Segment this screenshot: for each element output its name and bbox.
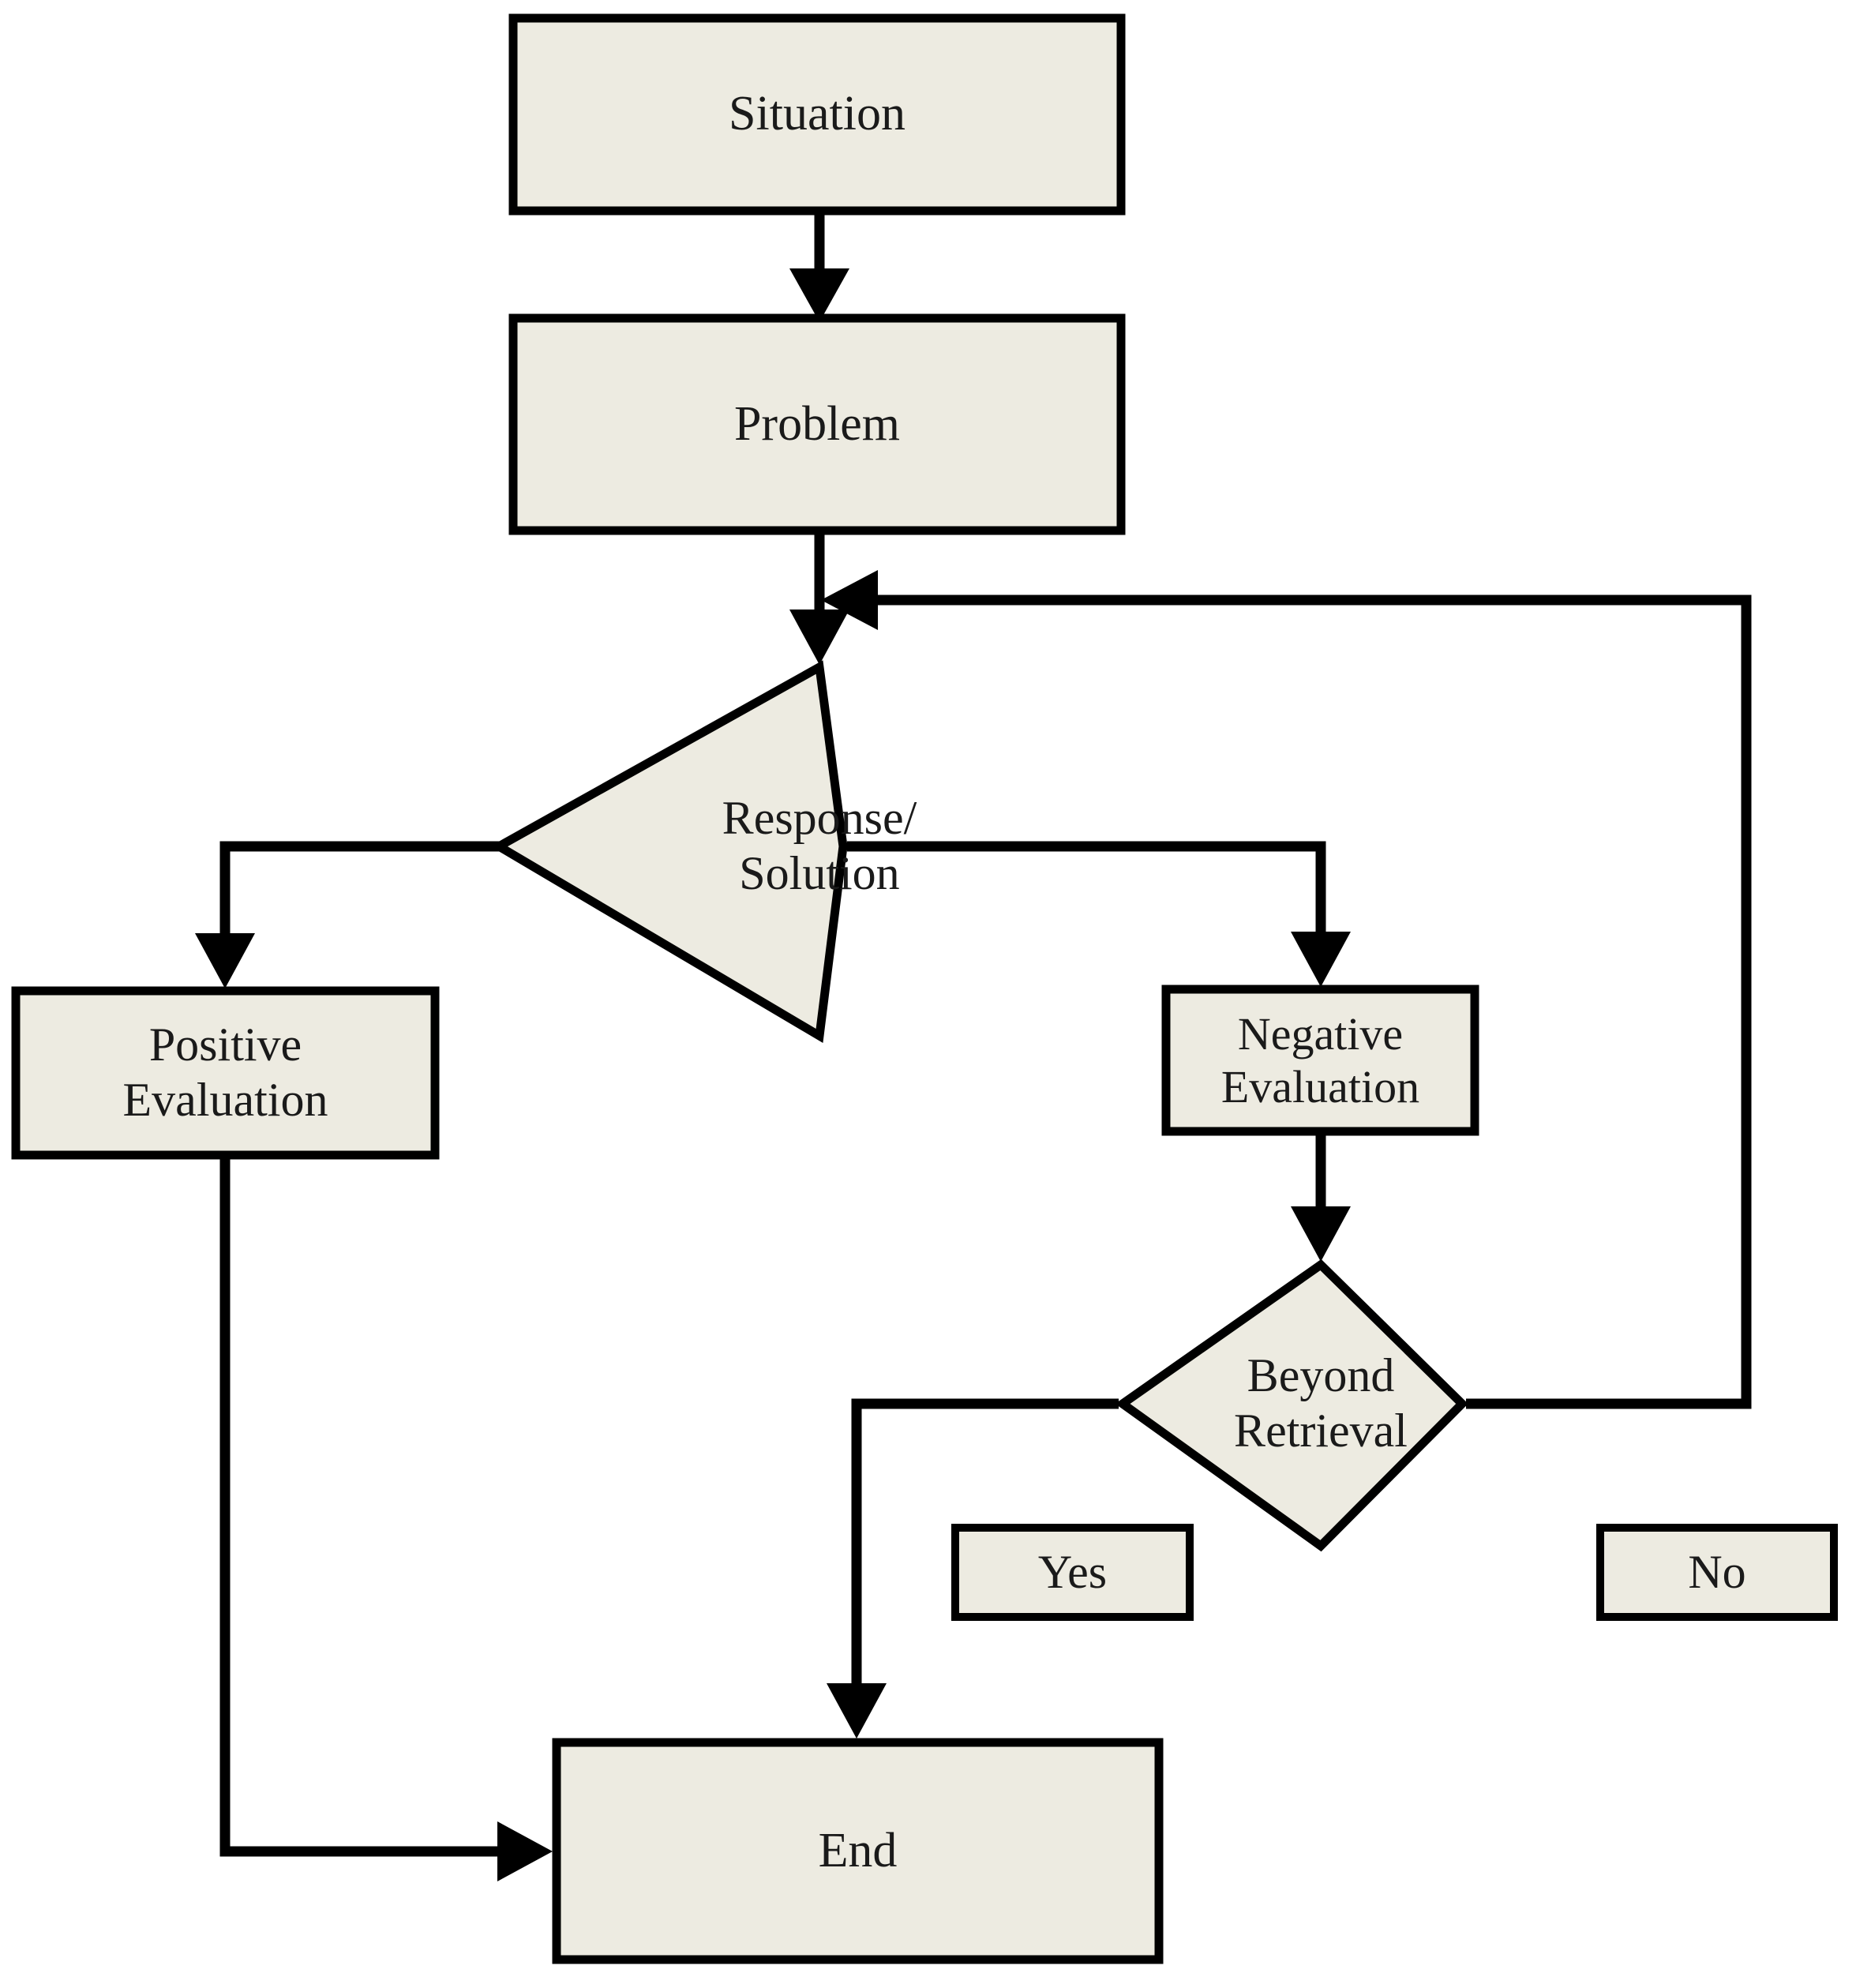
edge-beyond-no-to-response <box>821 570 1752 1409</box>
node-no[interactable] <box>1596 1524 1838 1621</box>
node-response-solution[interactable] <box>489 660 848 1044</box>
node-problem[interactable] <box>508 313 1126 535</box>
node-negative-evaluation[interactable] <box>1161 985 1479 1136</box>
node-end[interactable] <box>552 1738 1164 1964</box>
edge-beyond-yes-to-end <box>827 1398 1119 1739</box>
node-positive-evaluation[interactable] <box>11 986 440 1160</box>
node-yes[interactable] <box>951 1524 1194 1621</box>
edge-response-to-negative <box>847 841 1351 987</box>
edge-positive-to-end <box>219 1159 553 1881</box>
edge-problem-to-response <box>789 535 849 665</box>
edge-negative-to-beyond <box>1291 1135 1351 1262</box>
node-situation[interactable] <box>508 13 1126 216</box>
edge-situation-to-problem <box>789 215 849 322</box>
edge-response-to-positive <box>195 841 503 988</box>
node-beyond-retrieval[interactable] <box>1115 1258 1468 1552</box>
